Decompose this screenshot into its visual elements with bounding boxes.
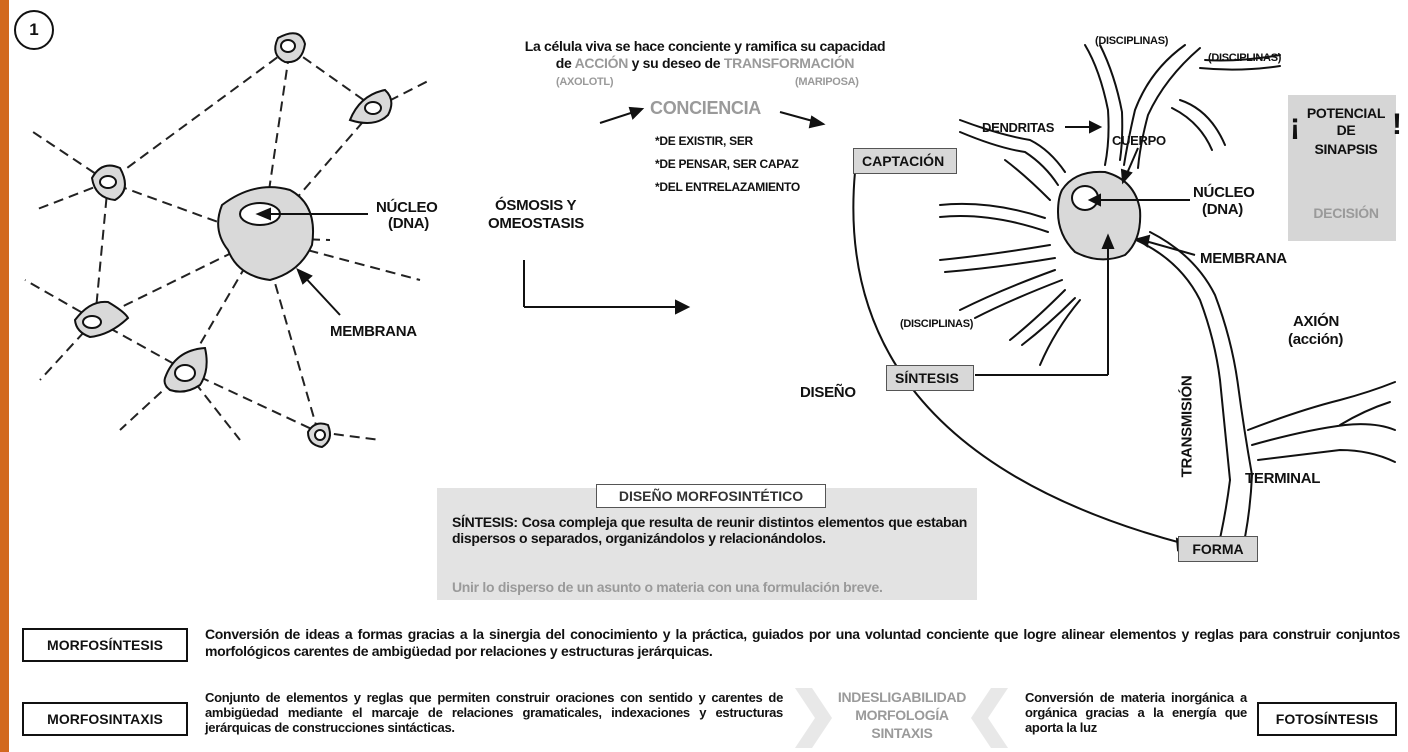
- conciencia-item-1: *DE EXISTIR, SER: [655, 134, 753, 148]
- fotosintesis-text: Conversión de materia inorgánica a orgán…: [1025, 690, 1247, 735]
- disciplinas-label-right: (DISCIPLINAS): [1208, 52, 1282, 64]
- diseno-label: DISEÑO: [800, 384, 856, 401]
- potential-line2: DE: [1336, 122, 1356, 138]
- left-accent-bar: [0, 0, 9, 752]
- headline-transformacion: TRANSFORMACIÓN: [723, 55, 855, 71]
- neuron-pointers: [852, 120, 1196, 552]
- neuron-membrana-label: MEMBRANA: [1200, 250, 1287, 267]
- conciencia-item-2: *DE PENSAR, SER CAPAZ: [655, 157, 799, 171]
- cuerpo-label: CUERPO: [1112, 133, 1166, 148]
- potential-line1: POTENCIAL: [1306, 105, 1386, 121]
- synthesis-title: DISEÑO MORFOSINTÉTICO: [596, 484, 826, 508]
- conciencia-item-3: *DEL ENTRELAZAMIENTO: [655, 180, 800, 194]
- axolotl-label: (AXOLOTL): [556, 76, 614, 88]
- axion-label: AXIÓN: [1293, 313, 1340, 330]
- morfosintaxis-label: MORFOSINTAXIS: [22, 702, 188, 736]
- terminal-label: TERMINAL: [1245, 470, 1321, 487]
- headline-accion: ACCIÓN: [574, 55, 629, 71]
- synthesis-note: Unir lo disperso de un asunto o materia …: [452, 579, 883, 595]
- conciencia-arrows: [523, 106, 826, 315]
- cell-pointers: [255, 207, 368, 316]
- potential-line3: SINAPSIS: [1314, 141, 1378, 157]
- potential-bang-open: ¡: [1290, 108, 1300, 141]
- indesligabilidad-chevrons: [795, 688, 1008, 748]
- accion-label: (acción): [1288, 331, 1344, 348]
- cell-dna-label: (DNA): [388, 215, 429, 232]
- sintesis-tag: SÍNTESIS: [886, 365, 974, 391]
- disciplinas-label-left: (DISCIPLINAS): [900, 318, 974, 330]
- mariposa-label: (MARIPOSA): [795, 76, 859, 88]
- potential-bang-close: !: [1392, 108, 1402, 141]
- potencial-sinapsis-panel: [1288, 95, 1396, 241]
- dendritas-label: DENDRITAS: [982, 120, 1055, 135]
- cell-membrana-label: MEMBRANA: [330, 323, 417, 340]
- neuron-soma: [1056, 170, 1142, 261]
- disciplinas-label-top: (DISCIPLINAS): [1095, 35, 1169, 47]
- morfosintesis-label: MORFOSÍNTESIS: [22, 628, 188, 662]
- indesligabilidad-line2: MORFOLOGÍA: [855, 707, 949, 723]
- captacion-tag: CAPTACIÓN: [853, 148, 957, 174]
- figure-number-badge: 1: [14, 10, 54, 50]
- cell-nucleo-label: NÚCLEO: [376, 199, 438, 216]
- indesligabilidad-line1: INDESLIGABILIDAD: [837, 689, 967, 705]
- cell-bodies: [73, 32, 393, 449]
- morfosintesis-text: Conversión de ideas a formas gracias a l…: [205, 626, 1400, 659]
- neuron-outline: [939, 44, 1396, 561]
- headline-de: de: [555, 55, 572, 71]
- fotosintesis-label: FOTOSÍNTESIS: [1257, 702, 1397, 736]
- transmision-label: TRANSMISIÓN: [1178, 375, 1196, 478]
- indesligabilidad-line3: SINTAXIS: [871, 725, 933, 741]
- headline-line1: La célula viva se hace conciente y ramif…: [524, 38, 886, 54]
- osmosis-label-1: ÓSMOSIS Y: [495, 197, 577, 214]
- osmosis-label-2: OMEOSTASIS: [488, 215, 584, 232]
- forma-tag: FORMA: [1178, 536, 1258, 562]
- neuron-dna-label: (DNA): [1202, 201, 1243, 218]
- neuron-nucleo-label: NÚCLEO: [1193, 184, 1255, 201]
- morfosintaxis-text: Conjunto de elementos y reglas que permi…: [205, 690, 783, 735]
- headline-mid: y su deseo de: [631, 55, 721, 71]
- headline-line2: de ACCIÓN y su deseo de TRANSFORMACIÓN: [470, 55, 940, 71]
- decision-label: DECISIÓN: [1313, 205, 1379, 221]
- conciencia-title: CONCIENCIA: [650, 98, 762, 118]
- synthesis-definition: SÍNTESIS: Cosa compleja que resulta de r…: [452, 514, 967, 546]
